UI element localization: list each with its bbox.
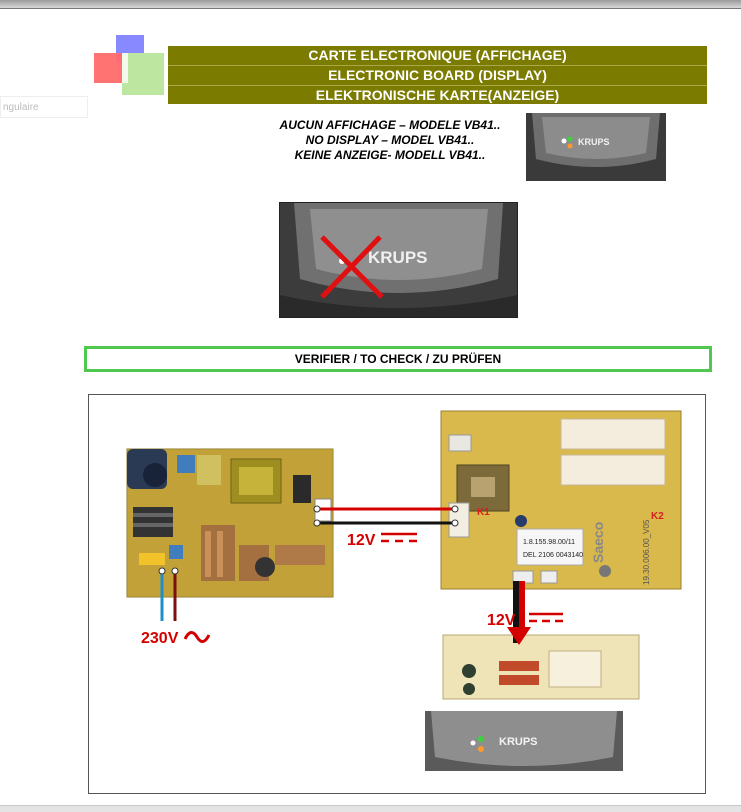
check-banner: VERIFIER / TO CHECK / ZU PRÜFEN: [84, 346, 712, 372]
dc-symbol-icon: [381, 532, 417, 543]
power-supply-board: [126, 448, 334, 598]
display-cable-black: [513, 581, 519, 643]
symptom-line-fr: AUCUN AFFICHAGE – MODELE VB41..: [279, 118, 501, 132]
dc-symbol-icon: [529, 612, 563, 623]
symptom-line-en: NO DISPLAY – MODEL VB41..: [305, 133, 475, 147]
symptom-line-de: KEINE ANZEIGE- MODELL VB41..: [294, 148, 486, 162]
document-logo: [94, 35, 164, 95]
power-led-icon: [561, 138, 567, 144]
brand-label-front: KRUPS: [499, 736, 538, 748]
cross-icon-stroke-2: [320, 235, 382, 299]
title-header: CARTE ELECTRONIQUE (AFFICHAGE) ELECTRONI…: [168, 46, 707, 104]
board-brand-label: Saeco: [590, 522, 606, 563]
dc-voltage-label: 12V: [347, 532, 376, 549]
ac-symbol-icon: [183, 631, 211, 643]
ac-voltage-label: 230V: [141, 630, 179, 647]
saeco-logo-icon: [599, 565, 611, 577]
title-line-de: ELEKTRONISCHE KARTE(ANZEIGE): [315, 87, 560, 103]
display-led-icon: [463, 683, 475, 695]
orange-led-icon: [567, 143, 573, 149]
green-led-icon: [567, 136, 573, 142]
dc-voltage-label-2: 12V: [487, 612, 516, 629]
bottom-bar: [0, 805, 741, 812]
brand-label-large: KRUPS: [368, 248, 428, 267]
board-part-number: 1.8.155.98.00/11: [523, 539, 575, 546]
display-led-icon: [462, 664, 476, 678]
orange-led-icon: [478, 746, 484, 752]
front-panel-photo: KRUPS: [425, 711, 623, 771]
wiring-diagram-svg: 1.8.155.98.00/11 DEL 2106 0043140 Saeco …: [126, 410, 682, 771]
check-label: VERIFIER / TO CHECK / ZU PRÜFEN: [294, 352, 502, 366]
control-panel-photo-small: KRUPS: [526, 113, 666, 181]
display-cable-red: [519, 581, 525, 629]
symptom-message: AUCUN AFFICHAGE – MODELE VB41.. NO DISPL…: [256, 118, 524, 163]
display-board: [442, 634, 640, 700]
control-board: 1.8.155.98.00/11 DEL 2106 0043140 Saeco …: [440, 410, 682, 590]
green-led-icon: [478, 736, 484, 742]
power-led-icon: [470, 740, 476, 746]
title-line-fr: CARTE ELECTRONIQUE (AFFICHAGE): [168, 46, 707, 66]
control-panel-photo: KRUPS: [279, 202, 518, 318]
board-del-number: DEL 2106 0043140: [523, 552, 583, 559]
wiring-diagram: 1.8.155.98.00/11 DEL 2106 0043140 Saeco …: [88, 394, 706, 794]
marker-k2: K2: [651, 511, 664, 522]
sidebar-tab-label: ngulaire: [3, 102, 39, 113]
board-code-label: 19.30.006.00_V05: [642, 519, 651, 585]
top-bar: [0, 0, 741, 9]
brand-label-small: KRUPS: [578, 137, 610, 147]
marker-k1: K1: [477, 507, 490, 518]
sidebar-tab[interactable]: ngulaire: [0, 96, 88, 118]
title-line-en: ELECTRONIC BOARD (DISPLAY): [168, 66, 707, 86]
arrow-down-icon: [507, 627, 531, 645]
